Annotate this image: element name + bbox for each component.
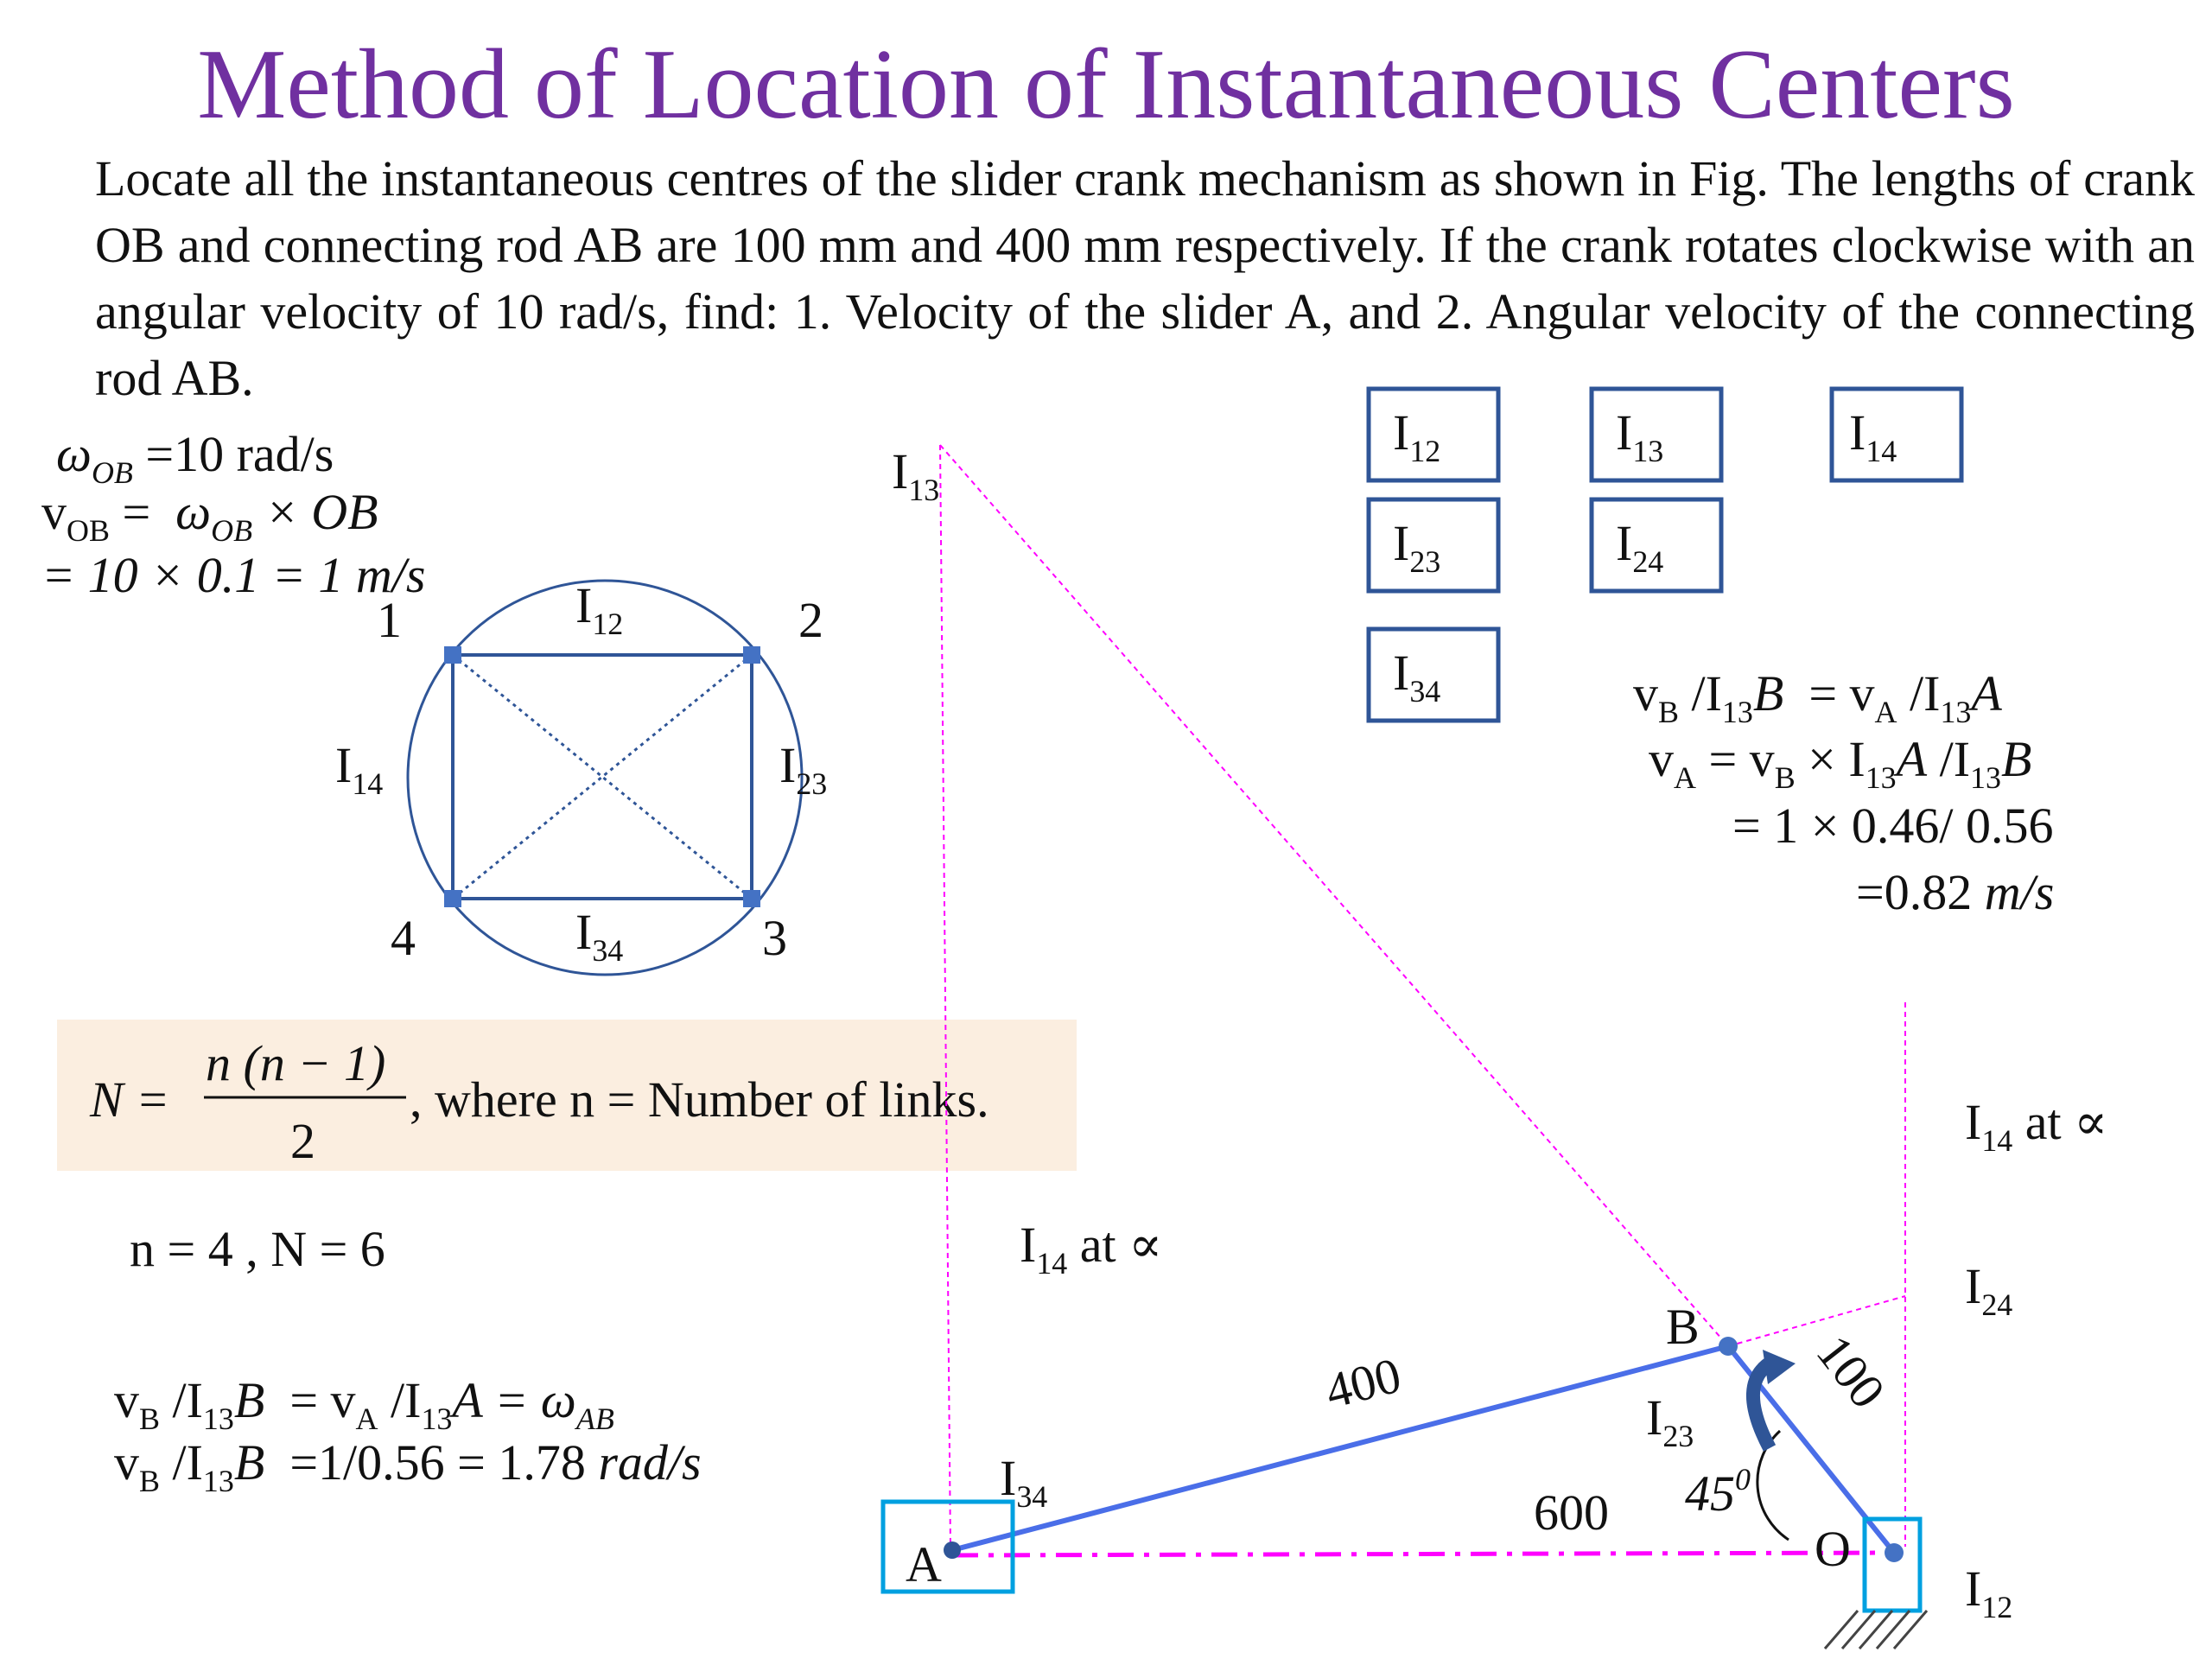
diagonal-13 (452, 653, 753, 900)
link-count: n = 4 , N = 6 (130, 1221, 385, 1277)
ic-box-12 (1366, 386, 1501, 483)
node-dot-1 (444, 646, 461, 664)
circle-diagram: 1 2 3 4 I12 I23 I34 I14 (335, 577, 827, 976)
diagonal-24 (452, 653, 753, 900)
slide-title: Method of Location of Instantaneous Cent… (197, 29, 2015, 140)
va-formula: vA = vB × I13A /I13B (1649, 731, 2031, 795)
va-substitution: = 1 × 0.46/ 0.56 (1732, 798, 2054, 854)
i24-line (1727, 1295, 1906, 1347)
connecting-rod-ab (951, 1344, 1729, 1553)
label-a: A (906, 1536, 942, 1592)
va-relation: vB /I13B = vA /I13A (1633, 665, 2002, 729)
ic-box-13 (1589, 386, 1724, 483)
ground-hatch (1823, 1610, 1929, 1649)
ic-box-grid: I12 I13 I14 I23 I24 I34 (1366, 386, 1964, 723)
problem-statement: Locate all the instantaneous centres of … (95, 150, 2195, 406)
i13-vertical-line (939, 444, 951, 1549)
base-line (951, 1550, 1895, 1558)
edge-label-23: I23 (779, 737, 827, 801)
joint-a (944, 1541, 961, 1559)
label-i23: I23 (1646, 1389, 1694, 1453)
formula-box (57, 1020, 1077, 1171)
ic-box-label-14: I14 (1849, 404, 1897, 468)
crank-support (1862, 1516, 1923, 1613)
formula-numerator: n (n − 1) (206, 1035, 385, 1091)
node-dot-3 (743, 890, 760, 907)
label-b: B (1666, 1299, 1700, 1355)
edge-label-14: I14 (335, 737, 383, 801)
label-i13: I13 (892, 443, 939, 507)
node-label-1: 1 (377, 592, 402, 648)
dim-crank-100: 100 (1806, 1325, 1897, 1419)
label-i24: I24 (1965, 1258, 2012, 1322)
edge-label-12: I12 (575, 577, 623, 641)
ic-circle (406, 579, 804, 976)
node-label-4: 4 (391, 910, 416, 966)
formula-denominator: 2 (290, 1113, 315, 1169)
velocity-calc: = 10 × 0.1 = 1 m/s (41, 547, 426, 603)
i13-b-line (939, 444, 1729, 1347)
ic-box-label-24: I24 (1616, 515, 1663, 579)
ic-box-label-34: I34 (1393, 645, 1440, 709)
ic-box-23 (1366, 497, 1501, 594)
edge-label-34: I34 (575, 904, 623, 968)
node-label-3: 3 (762, 910, 787, 966)
joint-o (1885, 1543, 1904, 1562)
rotation-arrowhead-icon (1763, 1350, 1796, 1384)
omega-ab-result: vB /I13B =1/0.56 = 1.78 rad/s (114, 1434, 702, 1498)
ic-box-label-13: I13 (1616, 404, 1663, 468)
ic-box-label-23: I23 (1393, 515, 1440, 579)
node-dot-4 (444, 890, 461, 907)
node-label-2: 2 (798, 592, 823, 648)
omega-given: ωOB =10 rad/s (56, 426, 334, 490)
mechanism: A B O I13 I14 at ∝ I14 at ∝ I24 I23 I34 … (880, 443, 2107, 1649)
dim-angle-45: 450 (1685, 1462, 1751, 1522)
number-of-ic-formula: N = n (n − 1) 2 , where n = Number of li… (89, 1035, 989, 1169)
velocity-formula: vOB = ωOB × OB (41, 484, 378, 548)
formula-rest: , where n = Number of links. (410, 1071, 989, 1128)
label-i14-right: I14 at ∝ (1965, 1094, 2107, 1158)
dim-rod-400: 400 (1319, 1346, 1406, 1419)
slider-block (880, 1499, 1015, 1594)
formula-lhs: N = (89, 1071, 169, 1128)
dim-base-600: 600 (1534, 1484, 1609, 1541)
va-result: =0.82 m/s (1856, 864, 2054, 920)
label-i34: I34 (1000, 1450, 1047, 1514)
ic-box-34 (1366, 626, 1501, 723)
ic-box-14 (1829, 386, 1964, 483)
node-dot-2 (743, 646, 760, 664)
omega-ab-relation: vB /I13B = vA /I13A = ωAB (114, 1372, 614, 1436)
ic-box-24 (1589, 497, 1724, 594)
joint-b (1719, 1337, 1738, 1356)
label-i14-left: I14 at ∝ (1020, 1217, 1162, 1281)
label-i12: I12 (1965, 1560, 2012, 1624)
label-o: O (1815, 1521, 1851, 1577)
link-square (451, 653, 753, 900)
ic-box-label-12: I12 (1393, 404, 1440, 468)
